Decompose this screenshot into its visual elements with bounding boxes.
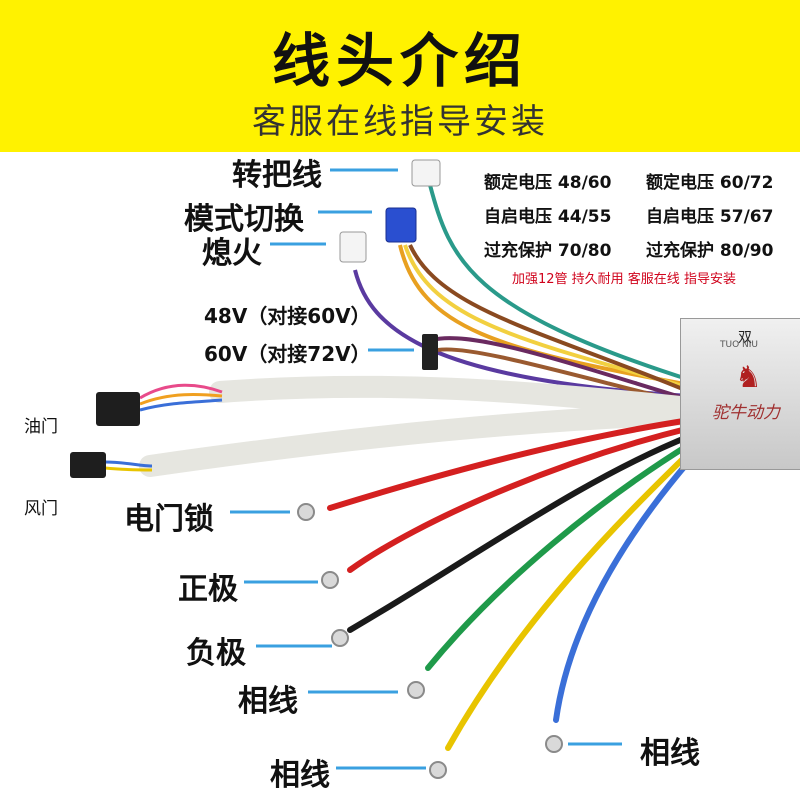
v48-v60-plug xyxy=(422,334,438,370)
throttle-connector xyxy=(96,392,140,426)
wire-mode-brown xyxy=(408,244,691,394)
wire-throttle-teal xyxy=(428,184,691,382)
connectors xyxy=(70,159,441,478)
label-throttle-line: 转把线 xyxy=(232,158,322,193)
wire-mode-orange xyxy=(398,244,691,387)
leader-lines xyxy=(230,168,622,770)
label-wind-door: 风门 xyxy=(24,499,58,519)
ring-terminals xyxy=(297,503,563,779)
label-e-lock: 电门锁 xyxy=(124,502,214,537)
wire-e-lock-red xyxy=(327,417,693,511)
label-phase-3: 相线 xyxy=(640,736,700,771)
label-throttle: 油门 xyxy=(24,417,58,437)
controller-brand: 驼牛动力 xyxy=(712,403,780,423)
wire-phase-yellow xyxy=(445,449,693,751)
spec-row-1-right: 额定电压 60/72 xyxy=(646,173,774,193)
wind-connector xyxy=(70,452,106,478)
label-mode-switch: 模式切换 xyxy=(184,202,304,237)
controller-badge: TUO NIU xyxy=(720,340,759,350)
mode-plug xyxy=(385,207,417,243)
wire-phase-green xyxy=(425,441,693,671)
wire-60v xyxy=(437,347,691,406)
harness-wind xyxy=(139,403,701,477)
wire-48v xyxy=(431,336,691,402)
label-v60: 60V（对接72V） xyxy=(204,342,371,366)
label-v48: 48V（对接60V） xyxy=(204,304,371,328)
header-banner xyxy=(0,0,800,152)
wire-negative-black xyxy=(347,433,693,633)
page-subtitle: 客服在线指导安装 xyxy=(252,102,548,142)
label-positive: 正极 xyxy=(178,572,238,607)
spec-row-2-right: 自启电压 57/67 xyxy=(646,207,774,227)
controller-box xyxy=(680,318,800,470)
wire-mode-yellow xyxy=(403,244,691,390)
signal-wires xyxy=(353,184,691,406)
sheathed-harnesses xyxy=(139,375,701,477)
label-phase-2: 相线 xyxy=(270,758,330,793)
label-flameout: 熄火 xyxy=(202,236,262,271)
spec-note: 加强12管 持久耐用 客服在线 指导安装 xyxy=(512,272,736,287)
power-wires xyxy=(327,417,693,751)
spec-row-1: 额定电压 48/60 xyxy=(484,173,612,193)
spec-row-3-right: 过充保护 80/90 xyxy=(646,241,774,261)
spec-row-2: 自启电压 44/55 xyxy=(484,207,612,227)
controller-logo-icon: ♞ xyxy=(735,360,762,395)
flameout-plug xyxy=(339,231,367,263)
controller-top-text: 双 xyxy=(738,330,752,346)
harness-throttle xyxy=(209,375,701,419)
wire-phase-blue xyxy=(553,457,693,723)
spec-row-3: 过充保护 70/80 xyxy=(484,241,612,261)
throttle-plug xyxy=(411,159,441,187)
label-negative: 负极 xyxy=(186,636,246,671)
plug-leads xyxy=(104,383,223,472)
wire-positive-red xyxy=(347,425,693,573)
page-title: 线头介绍 xyxy=(271,27,528,95)
label-phase-1: 相线 xyxy=(238,684,298,719)
